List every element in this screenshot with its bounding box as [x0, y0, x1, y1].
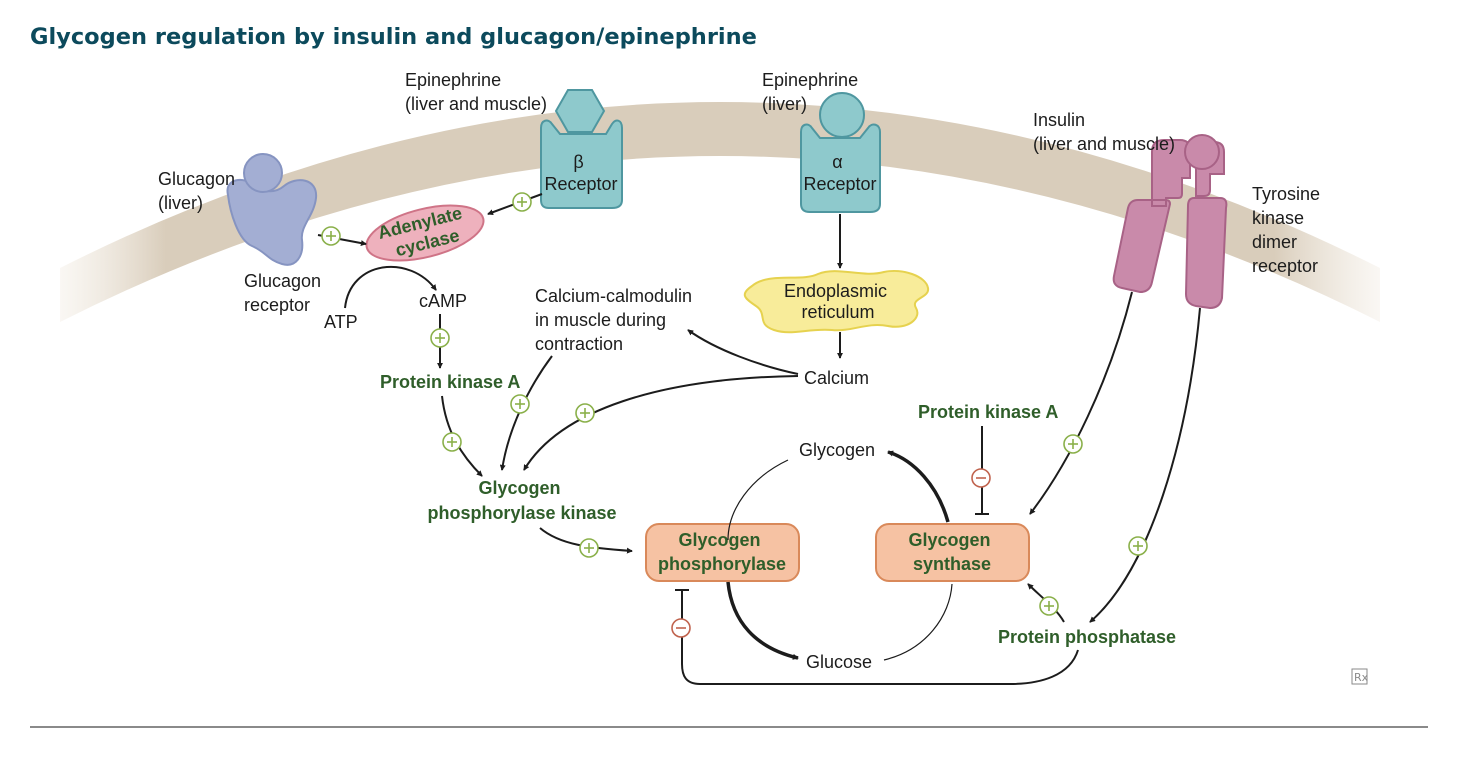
glycogen-to-glucose-thin — [727, 459, 789, 541]
glycogen-synthase-box — [875, 523, 1030, 582]
phosphatase-inhibits-phosphorylase — [681, 590, 1079, 685]
glucagon-receptor-label: Glucagon receptor — [244, 271, 326, 315]
protein-kinase-a-left-label: Protein kinase A — [380, 372, 520, 392]
insulin-label: Insulin (liver and muscle) — [1033, 110, 1175, 154]
beta-receptor-shape — [540, 119, 623, 209]
calcium-to-calmodulin-arrow — [687, 329, 799, 375]
camp-label: cAMP — [419, 291, 467, 311]
gpk-to-gp-arrow — [539, 527, 633, 554]
insulin-to-synthase-arrow — [1029, 291, 1133, 515]
atp-label: ATP — [324, 312, 358, 332]
glucagon-molecule — [243, 153, 283, 193]
svg-text:Rx: Rx — [1354, 671, 1369, 684]
glucose-to-synthase-thin — [883, 583, 953, 661]
endoplasmic-reticulum-label: Endoplasmic reticulum — [784, 281, 892, 322]
endoplasmic-reticulum-shape — [743, 270, 930, 334]
minus-icon — [671, 618, 691, 638]
plus-icon — [579, 538, 599, 558]
calcium-calmodulin-label: Calcium-calmodulin in muscle during cont… — [535, 286, 697, 354]
plus-icon — [575, 403, 595, 423]
adenylate-cyclase-ellipse — [365, 204, 485, 262]
glucagon-receptor-shape — [226, 178, 318, 266]
glucagon-label: Glucagon (liver) — [158, 169, 240, 213]
protein-phosphatase-label: Protein phosphatase — [998, 627, 1176, 647]
glycogen-phosphorylase-label: Glycogen phosphorylase — [658, 530, 786, 574]
plus-icon — [430, 328, 450, 348]
plus-icon — [321, 226, 341, 246]
glycogen-phosphorylase-box — [645, 523, 800, 582]
epinephrine-hexagon — [554, 89, 606, 133]
cell-membrane — [60, 102, 1380, 322]
phosphorylase-to-glucose-arrow — [726, 581, 799, 660]
plus-icon — [1039, 596, 1059, 616]
alpha-receptor-label: α Receptor — [803, 152, 876, 194]
rx-logo: Rx — [1351, 668, 1369, 685]
alpha-receptor-shape — [800, 123, 881, 213]
beta-receptor-label: β Receptor — [544, 152, 617, 194]
tyrosine-kinase-label: Tyrosine kinase dimer receptor — [1252, 184, 1325, 276]
insulin-molecule — [1184, 134, 1220, 170]
glucose-label: Glucose — [806, 652, 872, 672]
epinephrine-alpha-label: Epinephrine (liver) — [762, 70, 863, 114]
atp-to-camp-arrow — [344, 265, 437, 309]
epinephrine-beta-label: Epinephrine (liver and muscle) — [405, 70, 547, 114]
insulin-to-phosphatase-arrow — [1089, 307, 1201, 623]
insulin-receptor-right — [1184, 141, 1228, 310]
glycogen-synthase-label: Glycogen synthase — [908, 530, 995, 574]
calcium-label: Calcium — [804, 368, 869, 388]
synthase-to-glycogen-arrow — [887, 450, 950, 523]
plus-icon — [1063, 434, 1083, 454]
glycogen-phosphorylase-kinase-label: Glycogen phosphorylase kinase — [427, 478, 616, 523]
calcium-to-gpk-arrow — [523, 375, 799, 471]
plus-icon — [442, 432, 462, 452]
plus-icon — [512, 192, 532, 212]
minus-icon — [971, 468, 991, 488]
activation-markers — [321, 192, 1148, 616]
epinephrine-alpha-molecule — [819, 92, 865, 138]
plus-icon — [510, 394, 530, 414]
protein-kinase-a-right-label: Protein kinase A — [918, 402, 1058, 422]
plus-icon — [1128, 536, 1148, 556]
inhibition-markers — [671, 468, 991, 638]
page-title: Glycogen regulation by insulin and gluca… — [30, 24, 757, 50]
glycogen-label: Glycogen — [799, 440, 875, 460]
